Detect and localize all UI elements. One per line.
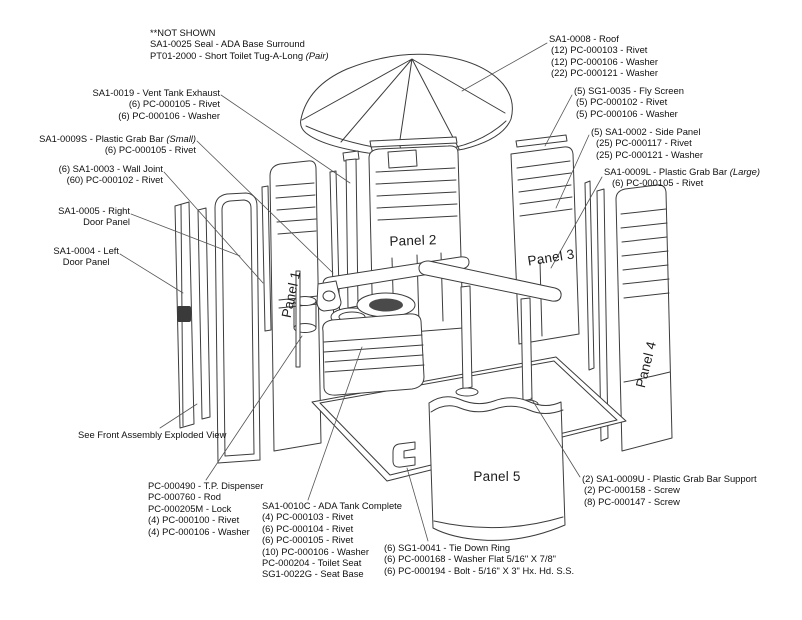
right-door-panel-part <box>214 192 261 464</box>
ada-tank-part <box>293 270 425 396</box>
callout-title: See Front Assembly Exploded View <box>78 429 227 440</box>
leader-left-door <box>119 253 184 294</box>
label-roof: SA1-0008 - Roof (12) PC-000103 - Rivet (… <box>549 33 658 79</box>
callout-part: (60) PC-000102 - Rivet <box>66 174 163 186</box>
panel-4-part <box>615 184 673 452</box>
leader-vent <box>220 94 351 184</box>
callout-part: (8) PC-000147 - Screw <box>584 495 680 507</box>
panel-2-label: Panel 2 <box>389 232 437 249</box>
panel-5-label: Panel 5 <box>473 469 521 484</box>
callout-part: (6) PC-000105 - Rivet <box>128 98 220 110</box>
leader-fly-screen <box>544 94 573 147</box>
callout-part: (2) PC-000158 - Screw <box>584 484 680 496</box>
callout-part: (12) PC-000106 - Washer <box>551 55 658 67</box>
callout-part: (4) PC-000103 - Rivet <box>262 511 354 523</box>
callout-title: (6) SA1-0003 - Wall Joint <box>58 163 163 174</box>
leader-side-panel <box>555 134 590 209</box>
label-grab-bar-large: SA1-0009L - Plastic Grab Bar (Large) (6)… <box>604 166 760 189</box>
callout-part: (6) PC-000105 - Rivet <box>612 177 704 189</box>
label-fly-screen: (5) SG1-0035 - Fly Screen (5) PC-000102 … <box>574 85 684 119</box>
not-shown-line-1: SA1-0025 Seal - ADA Base Surround <box>150 38 305 50</box>
callout-title: (5) SA1-0002 - Side Panel <box>591 126 701 137</box>
not-shown-line-2: PT01-2000 - Short Toilet Tug-A-Long (Pai… <box>150 49 329 61</box>
callout-title: SA1-0008 - Roof <box>549 33 619 44</box>
callout-part: (25) PC-000121 - Washer <box>596 148 703 160</box>
callout-part: (6) PC-000105 - Rivet <box>262 534 354 546</box>
grab-bar-large-part <box>418 260 562 302</box>
panel-2-part <box>368 145 464 336</box>
callout-part: SG1-0022G - Seat Base <box>262 568 364 580</box>
callout-title: PC-000490 - T.P. Dispenser <box>148 480 264 491</box>
label-grab-bar-small: SA1-0009S - Plastic Grab Bar (Small) (6)… <box>39 133 196 156</box>
callout-part: PC-000760 - Rod <box>148 491 221 503</box>
callout-part: (6) PC-000105 - Rivet <box>104 144 196 156</box>
callout-title: SA1-0005 - Right <box>58 205 130 216</box>
callout-part: (10) PC-000106 - Washer <box>262 545 369 557</box>
callout-part: (6) PC-000168 - Washer Flat 5/16" X 7/8" <box>384 553 557 565</box>
callout-part: PC-000204 - Toilet Seat <box>262 557 362 569</box>
callout-part: (6) PC-000106 - Washer <box>118 109 220 121</box>
leader-lines <box>119 42 603 542</box>
label-left-door-panel: SA1-0004 - Left Door Panel <box>53 245 119 268</box>
label-wall-joint: (6) SA1-0003 - Wall Joint (60) PC-000102… <box>59 163 163 186</box>
leader-ada-tank <box>307 346 363 501</box>
callout-part: (6) PC-000194 - Bolt - 5/16" X 3" Hx. Hd… <box>384 564 575 576</box>
grab-bar-support-part <box>455 285 539 409</box>
callout-part: (22) PC-000121 - Washer <box>551 67 658 79</box>
callout-part: (12) PC-000103 - Rivet <box>551 44 648 56</box>
panel-5-part <box>428 396 566 541</box>
label-ada-tank-complete: SA1-0010C - ADA Tank Complete (4) PC-000… <box>262 500 402 580</box>
callout-title: SA1-0009L - Plastic Grab Bar (Large) <box>604 166 760 177</box>
callout-title: Door Panel <box>62 256 110 268</box>
callout-part: (5) PC-000102 - Rivet <box>576 96 668 108</box>
label-not-shown: **NOT SHOWN SA1-0025 Seal - ADA Base Sur… <box>150 27 329 61</box>
callout-part: (4) PC-000106 - Washer <box>148 525 250 537</box>
callout-title: Door Panel <box>83 216 130 228</box>
callout-title: (5) SG1-0035 - Fly Screen <box>574 85 684 96</box>
label-right-door-panel: SA1-0005 - Right Door Panel <box>58 205 130 228</box>
leader-see-front <box>159 403 198 429</box>
callout-part: (6) PC-000104 - Rivet <box>262 522 354 534</box>
leader-roof <box>461 42 548 92</box>
leader-grab-support <box>530 397 581 478</box>
label-see-front-assembly: See Front Assembly Exploded View <box>78 429 226 440</box>
label-tp-dispenser: PC-000490 - T.P. Dispenser PC-000760 - R… <box>148 480 263 537</box>
callout-title: SA1-0010C - ADA Tank Complete <box>262 500 403 511</box>
not-shown-heading: **NOT SHOWN <box>150 27 216 38</box>
callout-title: (2) SA1-0009U - Plastic Grab Bar Support <box>582 473 757 484</box>
callout-part: (25) PC-000117 - Rivet <box>596 137 692 149</box>
callout-part: (5) PC-000106 - Washer <box>576 107 678 119</box>
tp-dispenser-part <box>293 270 317 368</box>
leader-grab-small <box>196 140 334 274</box>
label-vent-tank-exhaust: SA1-0019 - Vent Tank Exhaust (6) PC-0001… <box>92 87 220 121</box>
tie-down-ring-part <box>392 441 416 468</box>
leader-tp-dispenser <box>205 335 303 481</box>
callout-title: SA1-0009S - Plastic Grab Bar (Small) <box>39 133 196 144</box>
door-logo <box>177 306 191 322</box>
leader-tie-down <box>406 467 429 542</box>
callout-title: SA1-0004 - Left <box>53 245 119 256</box>
callout-part: (4) PC-000100 - Rivet <box>148 514 240 526</box>
leader-wall-joint <box>163 171 264 284</box>
label-side-panel: (5) SA1-0002 - Side Panel (25) PC-000117… <box>591 126 703 160</box>
label-grab-bar-support: (2) SA1-0009U - Plastic Grab Bar Support… <box>582 473 757 507</box>
leader-grab-large <box>550 176 603 269</box>
leader-right-door <box>130 213 241 257</box>
callout-title: SA1-0019 - Vent Tank Exhaust <box>92 87 220 98</box>
callout-title: (6) SG1-0041 - Tie Down Ring <box>384 542 511 553</box>
corner-trim-part <box>584 180 609 442</box>
callout-part: PC-000205M - Lock <box>148 502 232 514</box>
left-door-panel-part <box>174 201 211 429</box>
label-tie-down-ring: (6) SG1-0041 - Tie Down Ring (6) PC-0001… <box>384 542 574 576</box>
